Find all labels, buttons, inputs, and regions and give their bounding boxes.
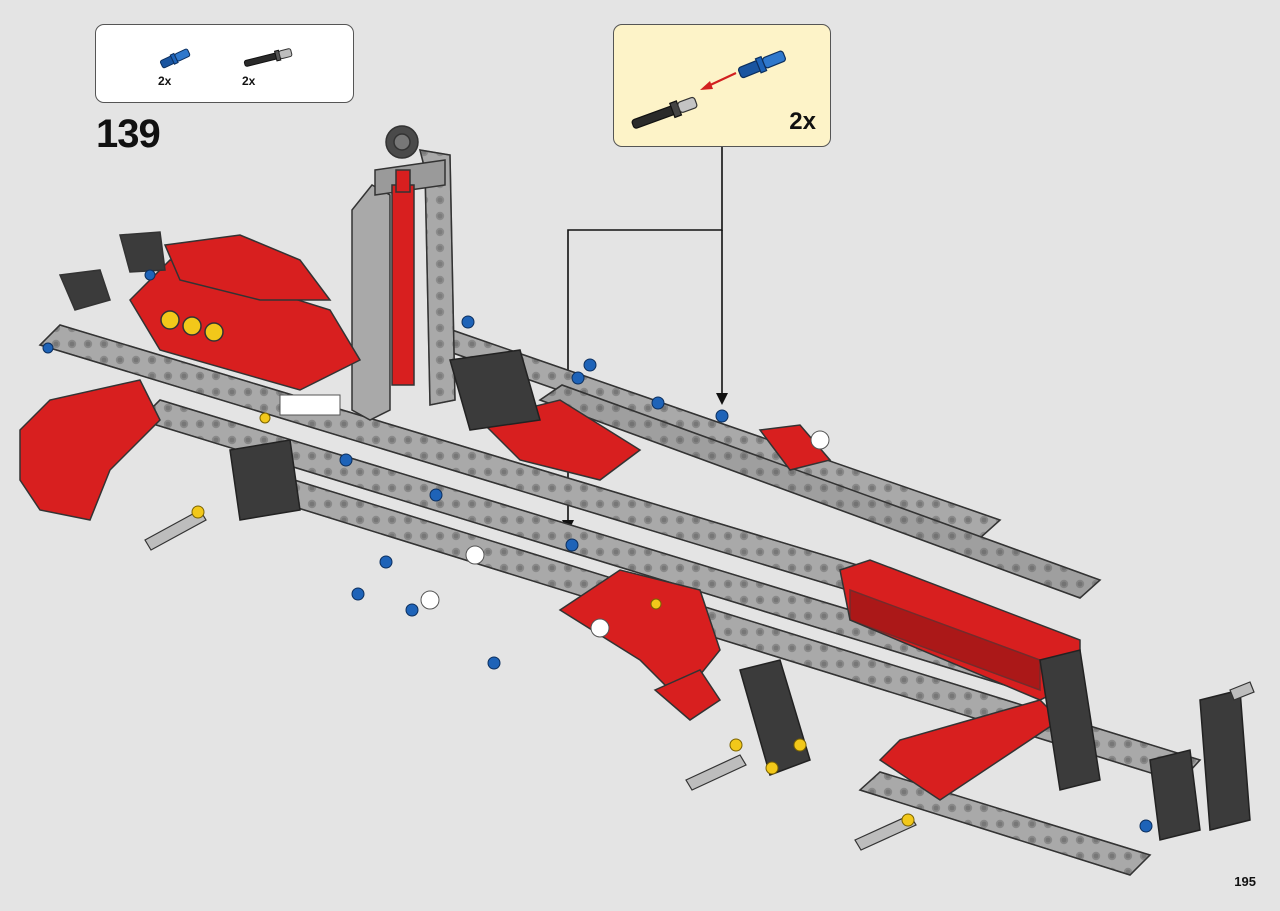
pointer-arrowhead-icon — [716, 393, 728, 405]
blue-pins — [42, 269, 1153, 833]
callout-box: 2x — [613, 24, 831, 147]
dark-parts — [229, 349, 1251, 841]
part-quantity: 2x — [158, 74, 172, 88]
subassembly-illustration — [631, 50, 786, 129]
step-number: 139 — [96, 112, 161, 156]
page-number: 195 — [1234, 874, 1256, 889]
part-quantity: 2x — [242, 74, 256, 88]
red-left-assembly — [19, 231, 362, 521]
red-right-frame — [478, 399, 1081, 801]
part-black-axle: 2x — [240, 43, 300, 93]
axles — [144, 509, 1255, 851]
parts-list-box: 2x 2x — [95, 24, 354, 103]
vertical-tower — [351, 125, 456, 421]
white-bushings — [279, 394, 830, 638]
part-blue-axle-pin: 2x — [154, 43, 214, 93]
blue-axle-pin-icon — [159, 48, 191, 69]
callout-quantity: 2x — [789, 108, 816, 135]
yellow-bushings — [191, 412, 915, 827]
black-axle-with-stop-icon — [243, 48, 293, 67]
